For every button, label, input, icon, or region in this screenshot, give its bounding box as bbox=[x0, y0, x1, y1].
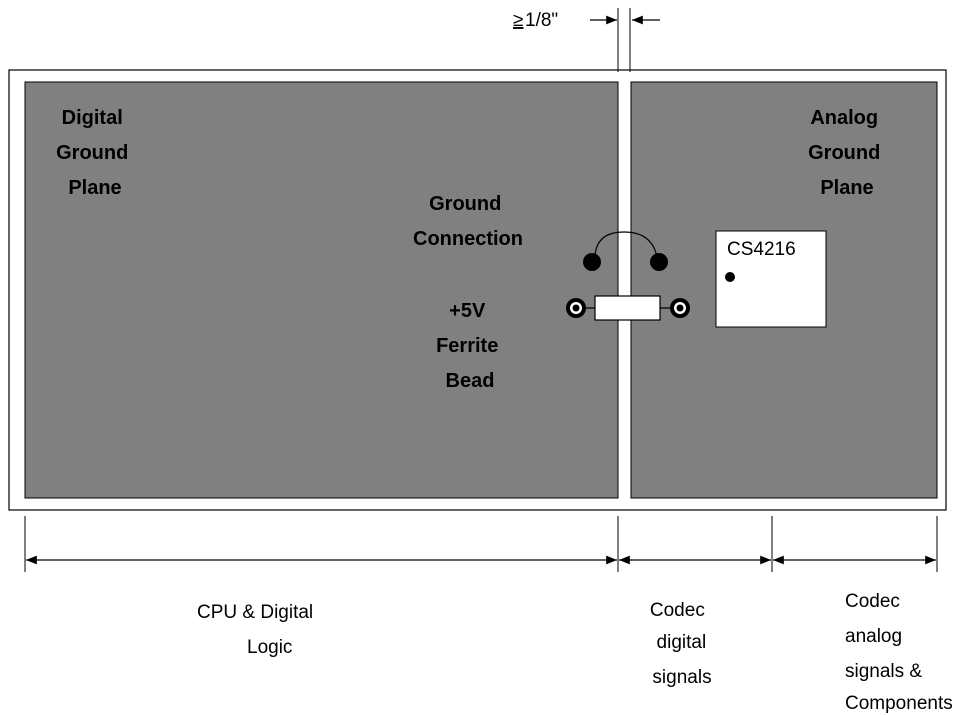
pin1-dot bbox=[725, 272, 735, 282]
ground-pad-right bbox=[650, 253, 668, 271]
codec-digital-region-label: Codec digital signals bbox=[650, 600, 712, 688]
codec-chip: CS4216 bbox=[715, 230, 827, 328]
codec-chip-label: CS4216 bbox=[727, 239, 796, 260]
dimension-lines bbox=[24, 516, 938, 572]
digital-plane-label: Digital Ground Plane bbox=[56, 107, 134, 199]
ferrite-bead bbox=[566, 295, 690, 321]
spacing-marker: ≥ 1/8" bbox=[513, 8, 660, 72]
ferrite-bead-body bbox=[594, 295, 661, 321]
spacing-label: 1/8" bbox=[525, 10, 558, 31]
ferrite-bead-label: +5V Ferrite Bead bbox=[436, 300, 504, 392]
ground-jumper bbox=[583, 231, 668, 271]
cpu-region-label: CPU & Digital Logic bbox=[197, 602, 318, 658]
spacing-symbol: ≥ bbox=[513, 10, 523, 31]
ground-connection-label: Ground Connection bbox=[413, 193, 523, 250]
analog-plane-label: Analog Ground Plane bbox=[808, 107, 886, 199]
digital-ground-plane bbox=[24, 81, 619, 499]
codec-analog-region-label: Codec analog signals & Components bbox=[845, 591, 953, 714]
ground-pad-left bbox=[583, 253, 601, 271]
